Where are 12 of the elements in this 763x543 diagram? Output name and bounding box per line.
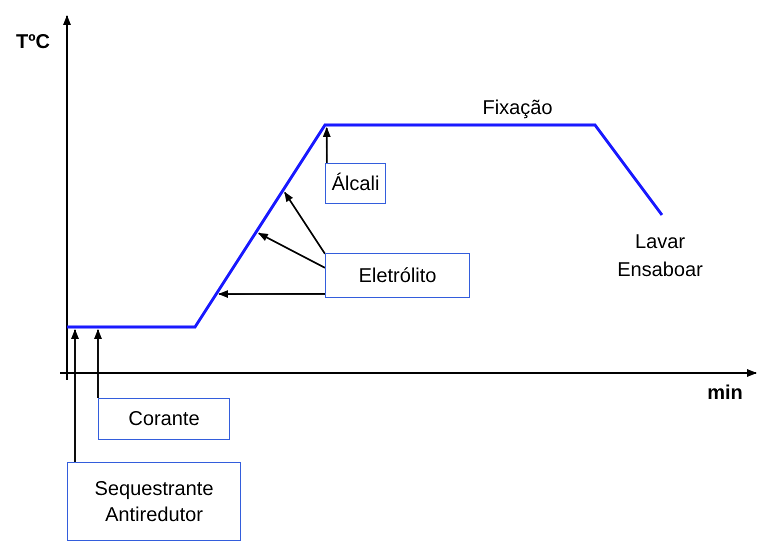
arrow — [94, 329, 102, 398]
arrow — [322, 127, 331, 163]
arrow — [218, 290, 325, 298]
arrow — [284, 192, 326, 254]
arrow — [71, 329, 79, 462]
arrow — [258, 232, 326, 269]
phase-label: Fixação — [481, 96, 554, 121]
axis-label: min — [706, 381, 744, 406]
label-box: Sequestrante Antiredutor — [67, 462, 241, 541]
phase-label: Lavar Ensaboar — [616, 230, 704, 283]
axis-label: TºC — [15, 30, 51, 55]
label-box: Corante — [98, 398, 230, 440]
